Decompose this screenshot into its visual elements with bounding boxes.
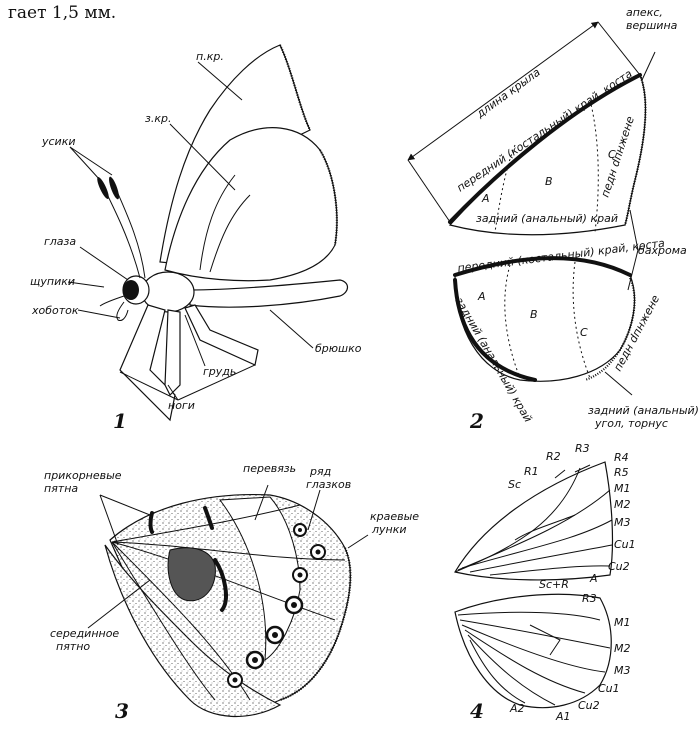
label-apex: апекс, [626,6,663,19]
figure-4-number: 4 [470,699,484,723]
label-basal-spots-2: пятна [44,482,78,495]
label-forewing: п.кр. [196,50,224,63]
label-discal: серединное [50,627,119,640]
vein-r5: R5 [614,466,629,479]
zone-a-fore: A [481,192,490,205]
label-eyes: глаза [44,235,76,248]
label-hindwing: з.кр. [145,112,171,125]
zone-c-hind: C [580,326,588,339]
vein-m3: M3 [614,516,631,529]
label-antennae: усики [41,135,76,148]
figure-3-number: 3 [115,699,129,723]
hvein-a1: A1 [555,710,571,723]
hvein-m2: M2 [614,642,631,655]
label-tornus: задний (анальный) [588,404,699,417]
label-marginal-2: лунки [371,523,407,536]
vein-r1: R1 [524,465,539,478]
label-basal-spots: прикорневые [44,469,122,482]
label-abdomen: брюшко [315,342,362,355]
label-palps: щупики [30,275,75,288]
vein-r3: R3 [575,442,590,455]
vein-cu1: Cu1 [614,538,636,551]
label-tornus-2: угол, торнус [594,417,668,430]
figure-1-butterfly: п.кр. з.кр. усики глаза щупики хоботок б… [30,44,362,433]
figure-2-wing-terminology: длина крыла передний (костальный) край, … [407,6,699,433]
label-fringe: бахрома [638,244,687,257]
fig4-forewing [454,461,614,581]
hvein-a2: A2 [509,702,525,715]
hvein-m1: M1 [614,616,631,629]
vein-m2: M2 [614,498,631,511]
fig2-hindwing [454,257,636,382]
zone-a-hind: A [477,290,486,303]
label-thorax: грудь [203,365,236,378]
figure-4-venation: R1 R2 R3 R4 R5 Sc M1 M2 M3 Cu1 Cu2 A Sc+… [454,442,636,723]
label-legs: ноги [168,399,195,412]
zone-c-fore: C [608,148,616,161]
label-wing-length: длина крыла [473,65,543,121]
hvein-cu1: Cu1 [598,682,620,695]
label-eye-row: ряд [309,465,331,478]
vein-sc: Sc [508,478,521,491]
hvein-r3: R3 [582,592,597,605]
header-text: гает 1,5 мм. [8,3,116,23]
zone-b-hind: B [530,308,538,321]
vein-m1: M1 [614,482,631,495]
label-band: перевязь [243,462,296,475]
label-apex-2: вершина [626,19,678,32]
eye-shape [123,280,139,300]
abdomen-shape [189,279,349,308]
label-anal-fore: задний (анальный) край [476,212,618,225]
label-proboscis: хоботок [31,304,79,317]
figure-1-number: 1 [113,409,127,433]
vein-cu2: Cu2 [608,560,630,573]
label-marginal: краевые [370,510,419,523]
figure-3-wing-pattern: прикорневые пятна перевязь ряд глазков к… [44,462,419,723]
fig4-hindwing [454,593,612,709]
vein-sc-r: Sc+R [539,578,569,591]
hvein-cu2: Cu2 [578,699,600,712]
zone-b-fore: B [545,175,553,188]
eyespot-row [227,523,326,688]
vein-a: A [589,572,598,585]
hvein-m3: M3 [614,664,631,677]
vein-r4: R4 [614,451,629,464]
label-discal-2: пятно [56,640,90,653]
label-eye-row-2: глазков [306,478,351,491]
vein-r2: R2 [546,450,561,463]
figure-2-number: 2 [469,409,484,433]
